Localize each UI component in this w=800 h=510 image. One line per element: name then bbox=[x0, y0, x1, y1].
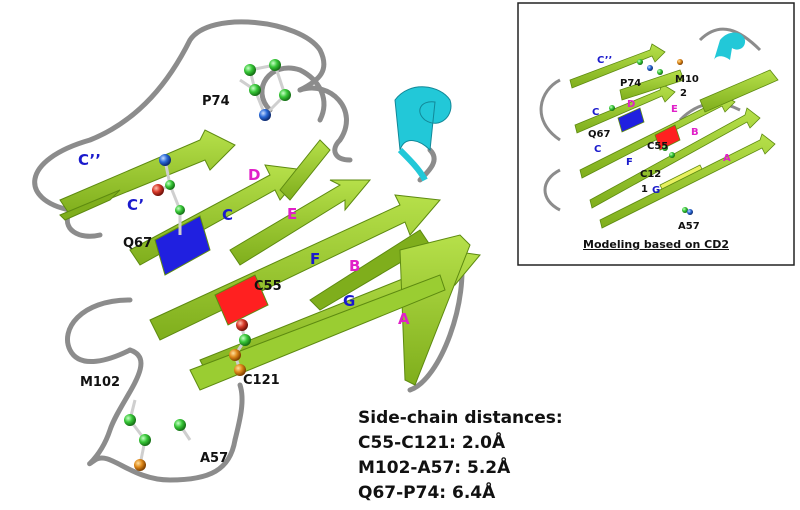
atom bbox=[609, 105, 615, 111]
atom bbox=[244, 64, 256, 76]
distance-row: Q67-P74: 6.4Å bbox=[358, 483, 496, 503]
strand-label-c: C bbox=[222, 206, 233, 224]
inset-residue-label-c55: C55 bbox=[647, 141, 668, 152]
inset-residue-label-c12: C12 bbox=[640, 169, 661, 180]
atom bbox=[249, 84, 261, 96]
residue-label-c55: C55 bbox=[254, 279, 282, 294]
atom bbox=[152, 184, 164, 196]
atom bbox=[134, 459, 146, 471]
inset-residue-label-p74: P74 bbox=[620, 78, 641, 89]
atom bbox=[647, 65, 653, 71]
atom bbox=[279, 89, 291, 101]
atom bbox=[269, 59, 281, 71]
inset-residue-label-m10: M10 bbox=[675, 74, 699, 85]
residue-label-p74: P74 bbox=[202, 94, 230, 109]
side-chains bbox=[128, 63, 287, 466]
distance-row: C55-C121: 2.0Å bbox=[358, 433, 506, 453]
residue-label-a57: A57 bbox=[200, 451, 228, 466]
inset-residue-label-c12-line2: 1 bbox=[641, 184, 648, 195]
strand-label-e: E bbox=[287, 205, 297, 223]
strand-label-c-prime: C’ bbox=[127, 196, 144, 214]
distance-row: M102-A57: 5.2Å bbox=[358, 458, 511, 478]
atom bbox=[139, 434, 151, 446]
inset-atoms bbox=[609, 59, 693, 215]
inset-caption: Modeling based on CD2 bbox=[583, 238, 729, 251]
inset-residue-label-a57: A57 bbox=[678, 221, 700, 232]
alpha-helix bbox=[394, 86, 452, 182]
atom bbox=[174, 419, 186, 431]
atom bbox=[165, 180, 175, 190]
atom bbox=[259, 109, 271, 121]
inset-residue-labels: P74 M10 2 Q67 C55 C12 1 A57 bbox=[588, 74, 700, 232]
inset-strand-label-c-double-prime: C’’ bbox=[597, 55, 612, 66]
atom bbox=[637, 59, 643, 65]
inset-strand-label-d: D bbox=[627, 99, 635, 110]
strand-label-g: G bbox=[343, 292, 355, 310]
atom bbox=[682, 207, 688, 213]
inset-strand-label-a: A bbox=[723, 153, 731, 164]
atom bbox=[229, 349, 241, 361]
inset-panel: C’’ C C D E B F G A P74 M10 2 Q67 C55 C1… bbox=[517, 2, 795, 266]
inset-strand-label-f: F bbox=[626, 157, 633, 168]
main-structure: C’’ C’ C D E F B G A P74 Q67 C55 M102 C1… bbox=[32, 19, 481, 483]
inset-strand-label-b: B bbox=[691, 127, 699, 138]
inset-strand-labels: C’’ C C D E B F G A bbox=[592, 55, 731, 196]
atom bbox=[669, 152, 675, 158]
residue-label-m102: M102 bbox=[80, 375, 120, 390]
inset-residue-label-q67: Q67 bbox=[588, 129, 610, 140]
atom bbox=[124, 414, 136, 426]
atoms bbox=[124, 59, 291, 471]
atom bbox=[662, 145, 668, 151]
strand-label-b: B bbox=[349, 257, 360, 275]
atom bbox=[657, 69, 663, 75]
atom bbox=[234, 364, 246, 376]
distance-heading: Side-chain distances: bbox=[358, 408, 563, 428]
strand-label-d: D bbox=[248, 166, 260, 184]
loop-coils bbox=[32, 19, 465, 483]
strand-labels: C’’ C’ C D E F B G A bbox=[78, 151, 410, 328]
atom bbox=[677, 59, 683, 65]
residue-labels: P74 Q67 C55 M102 C121 A57 bbox=[80, 94, 282, 466]
inset-strand-label-e: E bbox=[671, 104, 678, 115]
inset-structure bbox=[539, 27, 779, 229]
strand-label-f: F bbox=[310, 250, 320, 268]
residue-label-q67: Q67 bbox=[123, 236, 152, 251]
atom bbox=[236, 319, 248, 331]
atom bbox=[159, 154, 171, 166]
atom bbox=[175, 205, 185, 215]
strand-label-c-double-prime: C’’ bbox=[78, 151, 101, 169]
beta-strands bbox=[59, 129, 481, 391]
inset-strand-label-g: G bbox=[652, 185, 660, 196]
residue-label-c121: C121 bbox=[243, 373, 280, 388]
atom bbox=[239, 334, 251, 346]
strand-label-a: A bbox=[398, 310, 410, 328]
inset-residue-label-m10-line2: 2 bbox=[680, 88, 687, 99]
inset-strand-label-c-prime: C bbox=[592, 107, 599, 118]
inset-strand-label-c: C bbox=[594, 144, 601, 155]
atom bbox=[687, 209, 693, 215]
